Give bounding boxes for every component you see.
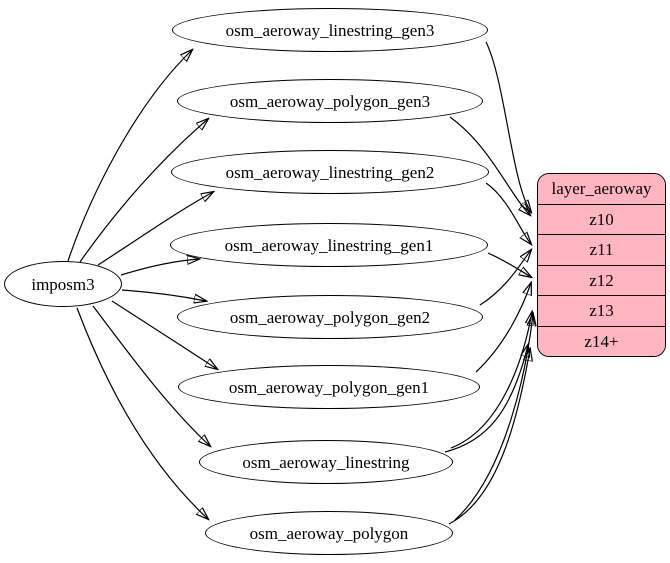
node-label: osm_aeroway_linestring [242,452,410,472]
record-row-z10: z10 [538,204,665,235]
edge-imposm3-linestring-gen1 [120,259,199,276]
edge-polygon-gen1-z12 [475,283,531,373]
node-osm-aeroway-linestring: osm_aeroway_linestring [199,440,453,484]
edge-linestring-z13 [450,312,532,449]
record-row-z13: z13 [538,296,665,327]
edge-linestring-gen3-z10 [485,41,531,212]
node-label: osm_aeroway_polygon_gen1 [228,377,430,397]
node-osm-aeroway-linestring-gen2: osm_aeroway_linestring_gen2 [171,150,489,194]
record-row-z12: z12 [538,265,665,296]
edge-polygon-gen2-z11 [479,250,531,306]
edge-imposm3-polygon-gen2 [121,289,206,301]
node-osm-aeroway-polygon-gen3: osm_aeroway_polygon_gen3 [177,79,483,123]
node-label: imposm3 [31,274,95,294]
node-label: osm_aeroway_linestring_gen2 [225,162,435,182]
edge-linestring-gen1-z12 [487,252,531,277]
edge-imposm3-linestring-gen3 [67,50,192,262]
edge-imposm3-polygon [76,307,208,519]
edge-polygon-z14 [448,349,530,525]
edge-polygon-z13 [454,314,533,521]
node-layer-aeroway: layer_aeroway z10 z11 z12 z13 z14+ [537,173,666,357]
node-label: osm_aeroway_polygon_gen3 [229,91,431,111]
node-label: osm_aeroway_linestring_gen1 [224,235,434,255]
node-imposm3: imposm3 [4,261,122,307]
node-label: osm_aeroway_polygon_gen2 [229,307,431,327]
node-label: osm_aeroway_polygon [249,523,409,543]
edge-imposm3-polygon-gen1 [111,300,217,369]
record-row-z11: z11 [538,235,665,266]
edge-imposm3-linestring [92,305,210,446]
node-osm-aeroway-polygon-gen1: osm_aeroway_polygon_gen1 [178,365,480,409]
edge-imposm3-linestring-gen2 [97,192,213,266]
node-osm-aeroway-polygon-gen2: osm_aeroway_polygon_gen2 [177,295,483,339]
node-osm-aeroway-linestring-gen3: osm_aeroway_linestring_gen3 [172,8,488,52]
edge-linestring-z14 [444,345,528,453]
record-title: layer_aeroway [538,174,665,205]
node-osm-aeroway-polygon: osm_aeroway_polygon [205,511,453,555]
record-row-z14: z14+ [538,326,665,356]
edge-linestring-gen2-z11 [485,182,531,244]
edge-polygon-gen3-z10 [449,116,530,215]
node-label: osm_aeroway_linestring_gen3 [225,20,435,40]
node-osm-aeroway-linestring-gen1: osm_aeroway_linestring_gen1 [170,223,488,267]
edge-imposm3-polygon-gen3 [79,119,208,263]
